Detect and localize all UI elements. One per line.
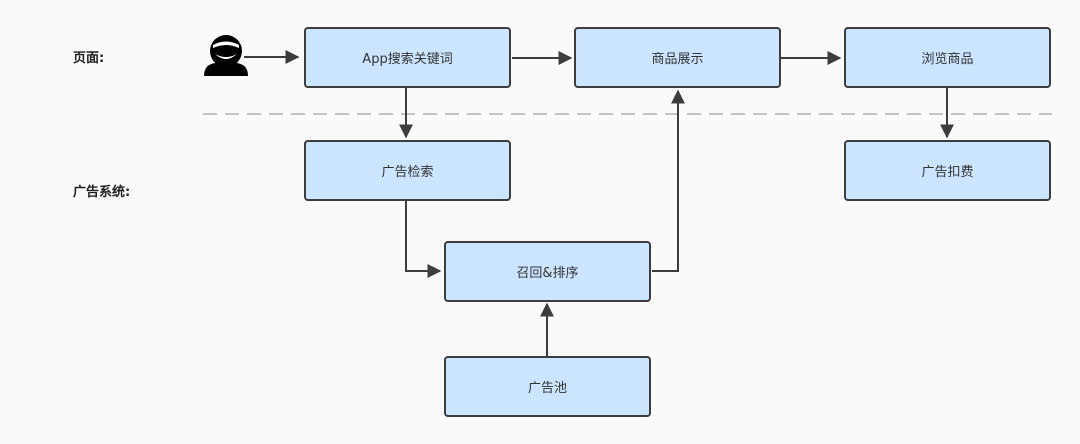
row-label-ad-system: 广告系统:	[73, 185, 131, 200]
edge-ad-retrieval-to-recall-rank	[405, 201, 442, 278]
user-icon	[204, 35, 248, 76]
node-ad-retrieval: 广告检索	[304, 140, 511, 201]
edge-recall-rank-to-product-display	[652, 89, 685, 272]
node-product-display: 商品展示	[574, 27, 781, 88]
node-browse-products: 浏览商品	[844, 27, 1051, 88]
node-recall-rank: 召回&排序	[444, 241, 651, 302]
node-app-search: App搜索关键词	[304, 27, 511, 88]
row-label-page: 页面:	[73, 51, 105, 66]
node-ad-pool: 广告池	[444, 356, 651, 417]
node-ad-billing: 广告扣费	[844, 140, 1051, 201]
